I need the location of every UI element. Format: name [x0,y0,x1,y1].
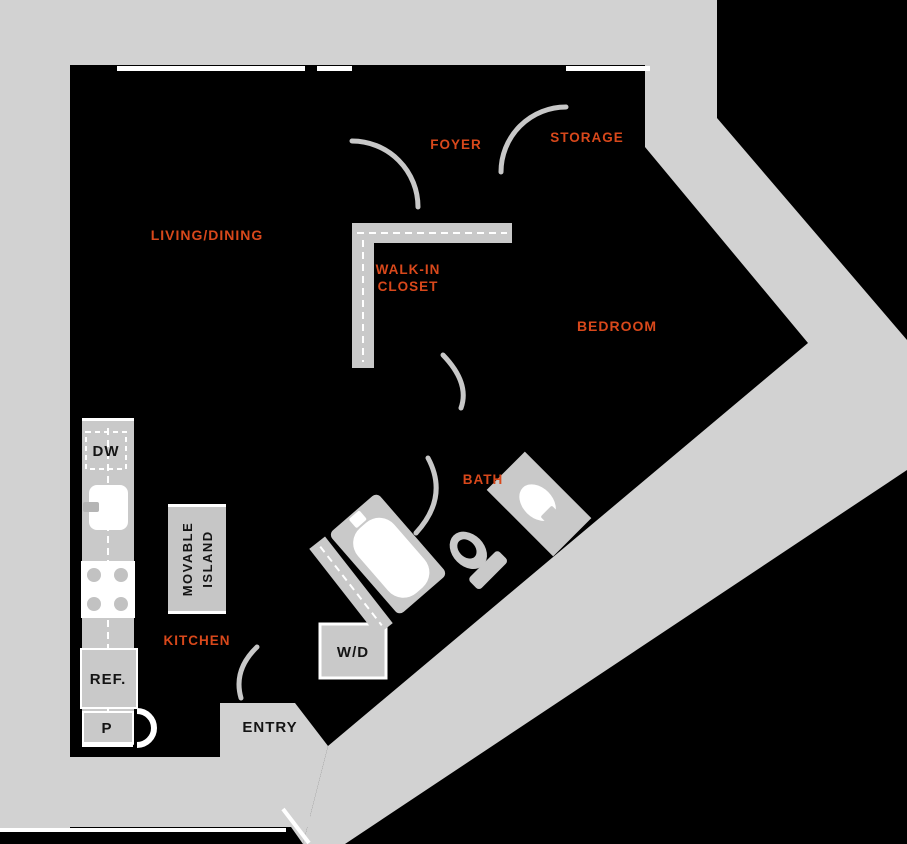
burner [114,597,128,611]
refrigerator [80,648,138,709]
bath-partition-wall [309,536,393,636]
walk-in-closet-label-line1: WALK-IN [376,262,441,277]
counter-top-edge [82,418,134,421]
walk-in-closet-label-line2: CLOSET [378,279,439,294]
toilet-tank [469,551,507,589]
bathtub [330,494,446,614]
pantry-label: P [101,720,112,737]
matte-bottom-band [68,757,310,827]
door-arc-bedroom [440,352,466,411]
vanity-basin [519,484,556,521]
bedroom-label: BEDROOM [577,318,657,334]
dishwasher-outline [85,431,127,470]
burner [87,568,101,582]
bath-vanity [486,451,592,557]
entry-label: ENTRY [242,719,297,736]
burner [114,568,128,582]
kitchen-faucet [83,502,99,512]
pantry-bottom-edge [82,744,133,747]
toilet-bowl [449,531,488,570]
door-arc-kitchen [236,644,260,701]
bath-label: BATH [463,472,504,487]
door-arc-entrance [498,104,569,175]
tub-faucet [349,510,367,528]
island-bottom-edge [168,611,226,614]
foyer-label: FOYER [430,137,482,152]
pantry-door-arc [136,708,157,748]
washer-dryer [318,622,388,680]
kitchen-sink [89,485,128,530]
window-living [117,66,305,71]
pantry [82,711,134,744]
vanity-faucet [541,506,559,524]
bottom-cut-line [0,828,286,832]
window-small [317,66,352,71]
toilet [449,531,507,589]
door-arc-foyer [349,138,421,210]
burner [87,597,101,611]
island-top-edge [168,504,226,507]
island-label-line1: MOVABLE [180,522,195,597]
movable-island [168,507,226,611]
matte-diagonal-chevron [303,65,907,844]
door-arc-bath [413,455,439,536]
window-bedroom [566,66,650,71]
island-label-line2: ISLAND [200,530,215,587]
living-dining-label: LIVING/DINING [151,227,264,243]
bottom-diagonal-cut-line [281,807,311,844]
kitchen-label: KITCHEN [164,633,231,648]
matte-top-band [0,0,717,65]
matte-left-band [0,0,70,828]
storage-label: STORAGE [550,130,624,145]
washer-dryer-label: W/D [337,644,369,661]
dishwasher-label: DW [93,443,120,460]
closet-wall-vertical [352,223,374,368]
refrigerator-label: REF. [90,671,127,688]
stove [81,561,135,618]
